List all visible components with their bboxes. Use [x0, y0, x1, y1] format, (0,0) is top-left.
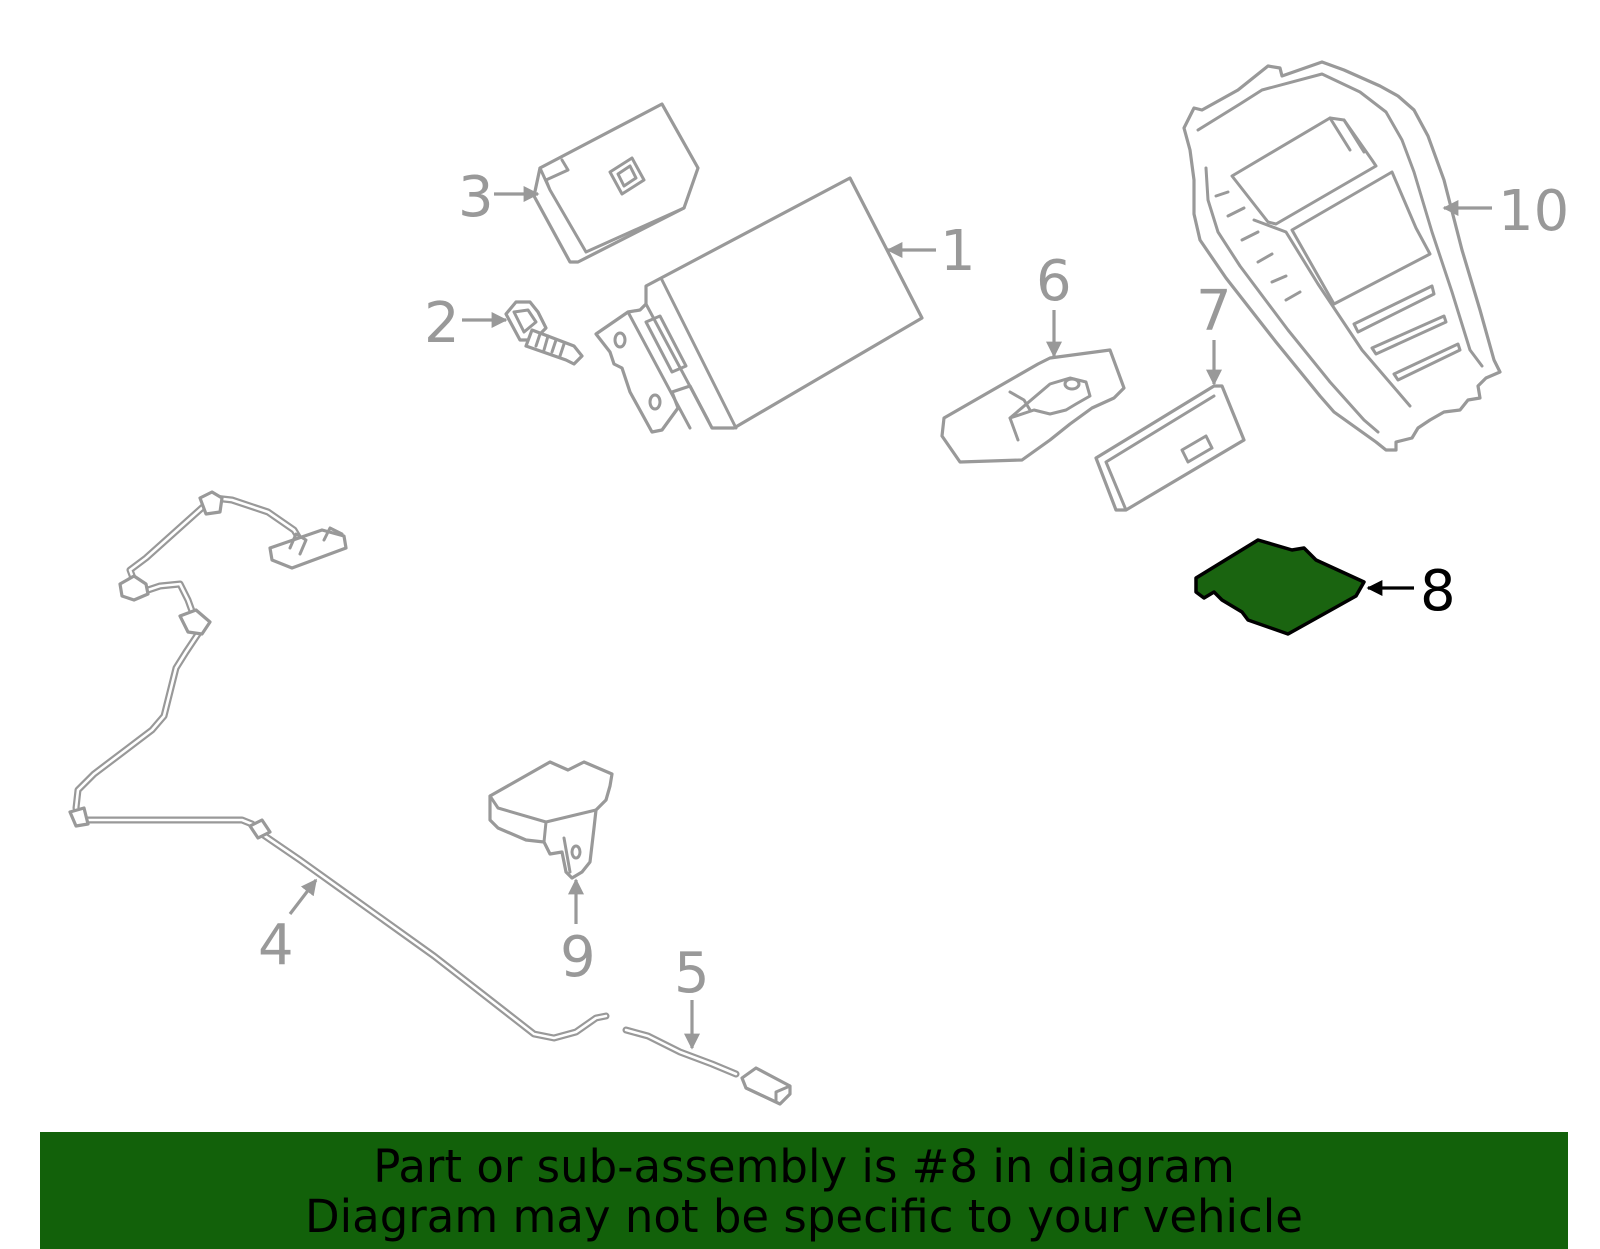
callout-label: 2: [424, 291, 460, 356]
part-3-cover: [532, 102, 700, 264]
part-5-pigtail: [622, 1026, 792, 1106]
callout-label: 7: [1196, 279, 1232, 344]
callout-1: 1: [886, 219, 976, 284]
callout-label: 8: [1420, 559, 1456, 624]
callout-9: 9: [560, 878, 596, 990]
banner-line-disclaimer: Diagram may not be specific to your vehi…: [305, 1190, 1303, 1243]
callout-label: 10: [1498, 179, 1569, 244]
callout-2: 2: [424, 291, 508, 356]
info-banner: Part or sub-assembly is #8 in diagram Di…: [40, 1132, 1568, 1249]
part-6-bracket: [940, 348, 1126, 464]
part-4-harness: [68, 490, 610, 1042]
callout-label: 6: [1036, 249, 1072, 314]
callout-3: 3: [458, 165, 540, 230]
callout-label: 1: [940, 219, 976, 284]
callout-5: 5: [674, 941, 710, 1050]
part-2-bolt: [504, 300, 584, 366]
callout-10: 10: [1442, 179, 1569, 244]
banner-line-part: Part or sub-assembly is #8 in diagram: [373, 1140, 1235, 1193]
part-10-bezel: [1182, 60, 1502, 452]
part-9-bracket: [488, 760, 614, 880]
callout-4: 4: [258, 878, 318, 978]
callout-label: 3: [458, 165, 494, 230]
part-1-module: [594, 176, 924, 434]
part-7-panel: [1094, 384, 1246, 512]
callout-label: 9: [560, 925, 596, 990]
callout-7: 7: [1196, 279, 1232, 386]
callout-8: 8: [1366, 559, 1456, 624]
callout-6: 6: [1036, 249, 1072, 358]
callout-label: 5: [674, 941, 710, 1006]
callout-label: 4: [258, 913, 294, 978]
part-8-highlighted: [1194, 538, 1366, 636]
